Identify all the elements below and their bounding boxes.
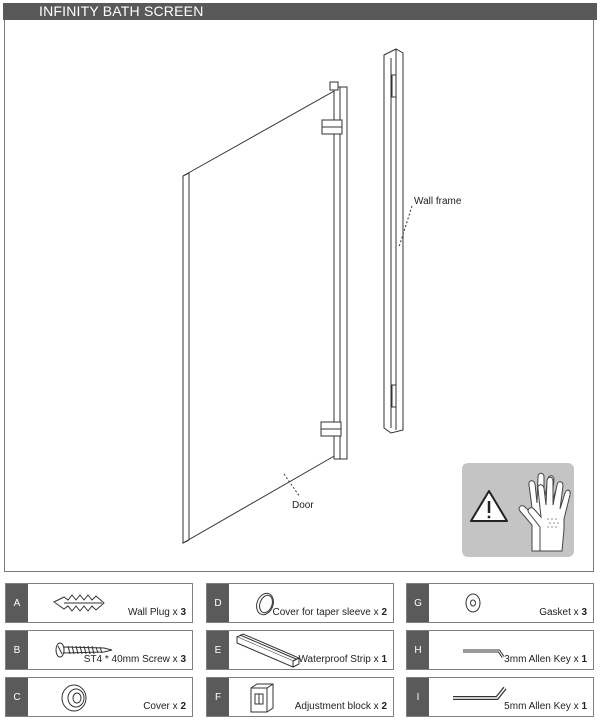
part-letter: A	[6, 584, 28, 622]
wall-frame-leader-line	[398, 205, 413, 248]
part-card-e: E Waterproof Strip x 1	[206, 630, 394, 670]
part-letter: H	[407, 631, 429, 669]
part-description: 5mm Allen Key x 1	[504, 701, 587, 712]
warning-triangle-icon	[470, 490, 508, 522]
allen-key-5mm-icon	[453, 686, 507, 700]
part-card-c: C Cover x 2	[5, 677, 193, 717]
page-title: INFINITY BATH SCREEN	[39, 3, 204, 19]
part-description: Cover x 2	[143, 701, 186, 712]
door-glass	[182, 89, 337, 544]
taper-sleeve-cover-icon	[256, 592, 274, 616]
part-description: 3mm Allen Key x 1	[504, 654, 587, 665]
part-letter: B	[6, 631, 28, 669]
part-description: Waterproof Strip x 1	[298, 654, 387, 665]
part-description: Adjustment block x 2	[294, 701, 387, 712]
door-label: Door	[292, 500, 314, 511]
part-card-f: F Adjustment block x 2	[206, 677, 394, 717]
part-letter: F	[207, 678, 229, 716]
part-letter: I	[407, 678, 429, 716]
wall-plug-icon	[53, 594, 105, 612]
adjustment-block-icon	[250, 683, 274, 713]
waterproof-strip-icon	[235, 633, 301, 668]
screw-icon	[55, 642, 113, 658]
part-letter: E	[207, 631, 229, 669]
part-description: Gasket x 3	[539, 607, 587, 618]
part-card-g: G Gasket x 3	[406, 583, 594, 623]
part-description: Wall Plug x 3	[128, 607, 186, 618]
screen-diagram	[182, 48, 413, 544]
diagram-frame	[4, 20, 594, 572]
part-card-h: H 3mm Allen Key x 1	[406, 630, 594, 670]
part-card-i: I 5mm Allen Key x 1	[406, 677, 594, 717]
part-description: Cover for taper sleeve x 2	[272, 607, 387, 618]
part-description: ST4 * 40mm Screw x 3	[83, 654, 186, 665]
part-letter: G	[407, 584, 429, 622]
door-leader-line	[283, 473, 301, 498]
part-card-d: D Cover for taper sleeve x 2	[206, 583, 394, 623]
cover-icon	[61, 684, 87, 712]
wall-frame	[383, 48, 404, 434]
hinge-rail	[320, 81, 348, 460]
part-card-b: B ST4 * 40mm Screw x 3	[5, 630, 193, 670]
part-card-a: A Wall Plug x 3	[5, 583, 193, 623]
safety-warning-box	[462, 463, 574, 557]
part-letter: C	[6, 678, 28, 716]
wall-frame-label: Wall frame	[414, 196, 462, 207]
header-bar: INFINITY BATH SCREEN	[3, 3, 597, 20]
gloves-icon	[518, 472, 571, 552]
allen-key-3mm-icon	[463, 649, 505, 658]
gasket-icon	[465, 593, 481, 613]
part-letter: D	[207, 584, 229, 622]
